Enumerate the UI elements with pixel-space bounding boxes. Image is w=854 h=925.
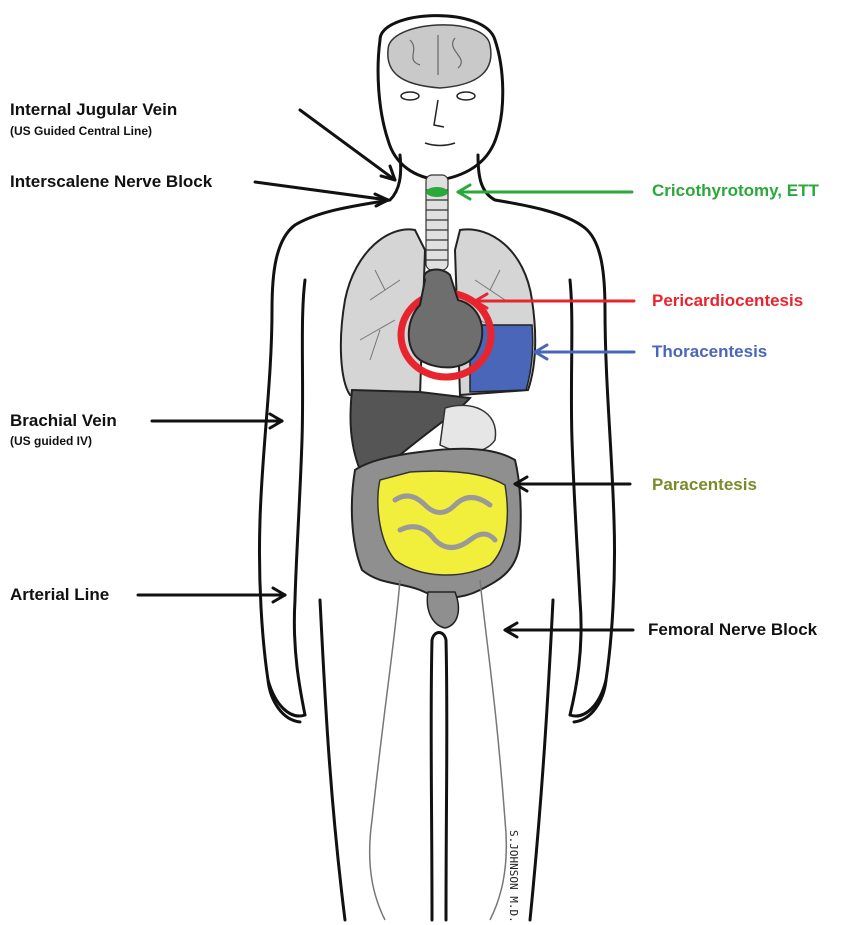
label-brachial: Brachial Vein bbox=[10, 411, 117, 431]
label-femoral: Femoral Nerve Block bbox=[648, 620, 817, 640]
label-pericardiocentesis: Pericardiocentesis bbox=[652, 291, 803, 311]
artist-signature: S.JOHNSON M.D. bbox=[507, 830, 520, 923]
brain bbox=[388, 25, 491, 88]
label-internal-jugular-sub: (US Guided Central Line) bbox=[10, 124, 152, 138]
arrow-icon bbox=[255, 182, 388, 200]
small-bowel bbox=[378, 471, 508, 575]
label-paracentesis: Paracentesis bbox=[652, 475, 757, 495]
label-cricothyrotomy: Cricothyrotomy, ETT bbox=[652, 181, 819, 201]
label-thoracentesis: Thoracentesis bbox=[652, 342, 767, 362]
label-interscalene: Interscalene Nerve Block bbox=[10, 172, 212, 192]
label-arterial: Arterial Line bbox=[10, 585, 109, 605]
rectum bbox=[427, 592, 458, 628]
label-brachial-sub: (US guided IV) bbox=[10, 434, 92, 448]
face bbox=[401, 92, 475, 146]
cricoid-membrane bbox=[426, 187, 448, 197]
label-internal-jugular: Internal Jugular Vein bbox=[10, 100, 177, 120]
stomach bbox=[440, 405, 496, 452]
arrow-icon bbox=[300, 110, 395, 180]
femoral-vessels bbox=[370, 580, 507, 920]
